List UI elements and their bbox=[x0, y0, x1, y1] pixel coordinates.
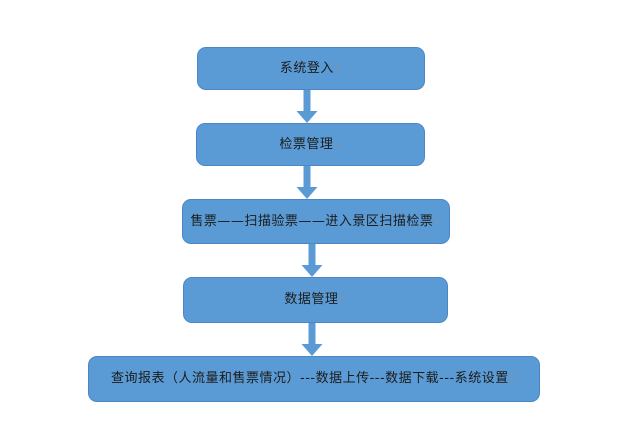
down-arrow-icon bbox=[296, 166, 318, 199]
down-arrow-icon bbox=[296, 90, 318, 123]
flow-node-label: 系统登入 bbox=[279, 60, 334, 76]
flow-node-label: 查询报表（人流量和售票情况）---数据上传---数据下载---系统设置 bbox=[111, 371, 509, 387]
flow-node-label: 检票管理 bbox=[279, 136, 334, 152]
paragraph-mark-icon: ↵ bbox=[334, 139, 342, 149]
down-arrow-icon bbox=[301, 244, 323, 277]
flow-node-label: 售票——扫描验票——进入景区扫描检票 bbox=[190, 213, 434, 229]
flow-node-data-management: 数据管理↵ bbox=[183, 277, 448, 323]
paragraph-mark-icon: ↵ bbox=[434, 216, 442, 226]
flow-node-label: 数据管理 bbox=[284, 292, 339, 308]
paragraph-mark-icon: ↵ bbox=[339, 295, 347, 305]
flow-node-sell-scan-enter: 售票——扫描验票——进入景区扫描检票↵ bbox=[182, 199, 450, 244]
down-arrow-icon bbox=[301, 323, 323, 356]
flow-node-ticket-check-management: 检票管理↵ bbox=[196, 123, 425, 166]
paragraph-mark-icon: ↵ bbox=[509, 374, 517, 384]
flow-node-system-login: 系统登入↵ bbox=[197, 47, 425, 90]
flow-node-reports-and-settings: 查询报表（人流量和售票情况）---数据上传---数据下载---系统设置↵ bbox=[88, 356, 540, 402]
paragraph-mark-icon: ↵ bbox=[334, 63, 343, 73]
